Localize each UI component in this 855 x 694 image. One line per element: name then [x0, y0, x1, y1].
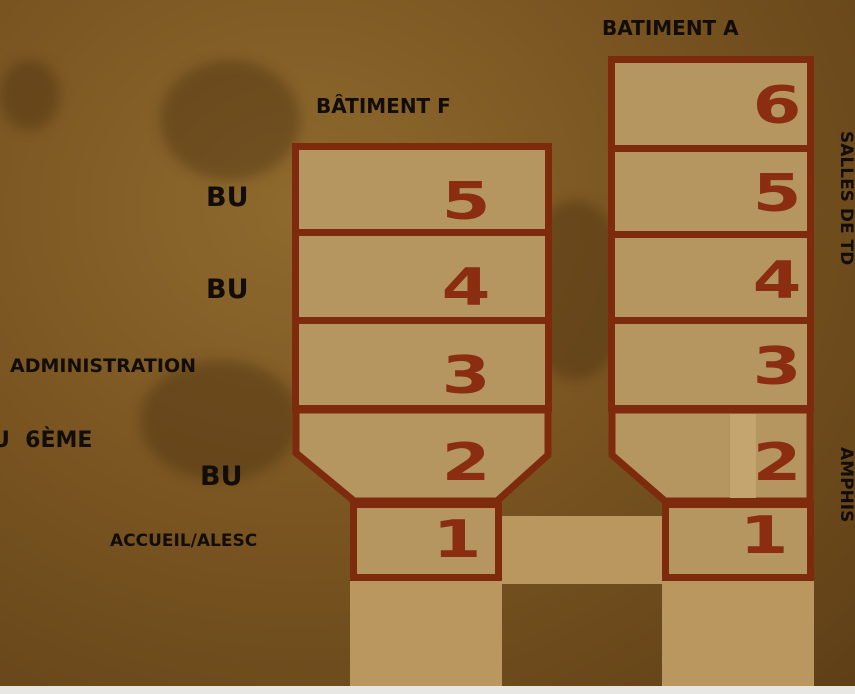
- floor-5-label: BU: [206, 182, 249, 213]
- floor-number: 5: [441, 176, 489, 228]
- floor-number: 4: [441, 262, 489, 314]
- floor-4-label: BU: [206, 274, 249, 305]
- floor-number: 3: [752, 341, 800, 393]
- floor-number: 1: [432, 514, 480, 566]
- floor-1-label: ACCUEIL/ALESC: [110, 531, 257, 551]
- floor-number: 2: [752, 437, 800, 489]
- floor-number: 2: [441, 437, 489, 489]
- partial-label: U 6ÈME: [0, 428, 92, 453]
- floor-number: 1: [739, 510, 787, 562]
- salles-de-td-label: SALLES DE TD: [836, 131, 855, 265]
- floor-number: 4: [752, 255, 800, 307]
- floor-2-label: BU: [200, 461, 243, 492]
- building-f-floor-2[interactable]: [296, 410, 548, 501]
- floor-number: 3: [441, 350, 489, 402]
- bottom-border: [0, 686, 855, 694]
- building-f-title: BÂTIMENT F: [316, 94, 451, 118]
- building-a-title: BATIMENT A: [602, 16, 739, 40]
- amphis-label: AMPHIS: [836, 447, 855, 522]
- floor-number: 5: [752, 168, 800, 220]
- floor-number: 6: [752, 80, 800, 132]
- floor-3-label: ADMINISTRATION: [10, 355, 196, 377]
